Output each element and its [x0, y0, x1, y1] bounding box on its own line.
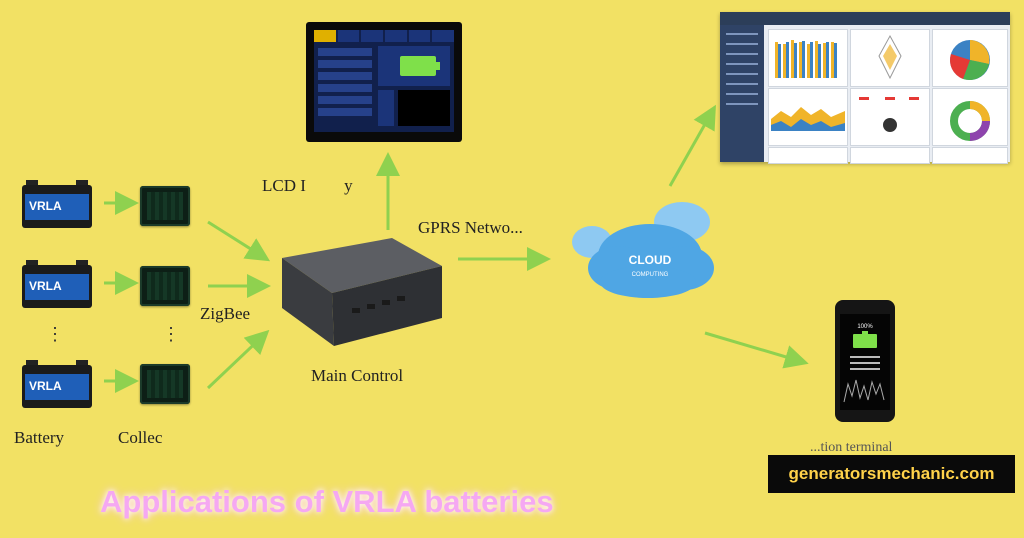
battery-3: VRLA [22, 360, 92, 408]
lcd-display [306, 22, 462, 142]
monitoring-dashboard [720, 12, 1010, 164]
lcd-tabs [314, 30, 455, 42]
vertical-ellipsis-collector: ⋮ [162, 324, 180, 344]
lcd-tab [408, 30, 431, 42]
lcd-label: LCD I y [262, 176, 353, 195]
battery-1: VRLA [22, 180, 92, 228]
lcd-tab [361, 30, 384, 42]
lcd-tab [385, 30, 407, 42]
collector-3 [140, 364, 190, 404]
website-banner: generatorsmechanic.com [768, 455, 1015, 493]
phone-percent-text: 100% [857, 324, 873, 330]
cloud-text-2: COMPUTING [632, 272, 669, 278]
lcd-tab [432, 30, 455, 42]
battery-label: Battery [14, 428, 65, 447]
battery-3-icon: VRLA [22, 360, 92, 408]
cloud-computing-icon: CLOUD COMPUTING [572, 202, 714, 298]
mobile-terminal: 100% [835, 300, 895, 422]
gauge-thumbnail [859, 97, 919, 132]
lcd-tab [337, 30, 360, 42]
pie-chart-thumbnail [949, 40, 990, 81]
dashboard-panel-gauges [850, 88, 930, 146]
dashboard-panel-area [768, 88, 848, 146]
battery-2: VRLA [22, 260, 92, 308]
zigbee-label: ZigBee [200, 304, 251, 323]
dashboard-panel-radar [850, 29, 930, 87]
lcd-screen [314, 30, 455, 132]
arrow-collector1-controller [207, 220, 271, 262]
vertical-ellipsis-battery: ⋮ [46, 324, 64, 344]
main-controller [272, 238, 444, 348]
lcd-content [318, 46, 450, 126]
bar-chart-thumbnail [775, 40, 837, 78]
lcd-tab [314, 30, 336, 42]
dashboard-panel-bottom-3 [932, 147, 1008, 164]
dashboard-panel-donut [932, 88, 1008, 146]
controller-device-icon [282, 238, 442, 346]
battery-brand-text: VRLA [29, 279, 62, 293]
arrow-cloud-dashboard [668, 104, 716, 187]
dashboard-panel-bottom-1 [768, 147, 848, 164]
battery-1-icon: VRLA [22, 180, 92, 228]
battery-brand-text: VRLA [29, 379, 62, 393]
collector-2 [140, 266, 190, 306]
dashboard-sidebar [720, 25, 764, 162]
arrow-collector3-controller [206, 329, 270, 390]
battery-brand-text: VRLA [29, 199, 62, 213]
arrow-cloud-phone [704, 331, 809, 369]
area-chart-thumbnail [771, 107, 845, 131]
dashboard-panel-bars [768, 29, 848, 87]
cloud-text-1: CLOUD [629, 253, 672, 267]
main-control-label: Main Control [311, 366, 404, 385]
phone-screen: 100% [840, 314, 890, 410]
website-text: generatorsmechanic.com [788, 464, 995, 483]
dashboard-topbar [720, 12, 1010, 25]
phone-app-content: 100% [843, 324, 885, 403]
radar-chart-thumbnail [878, 34, 902, 80]
page-title: Applications of VRLA batteries [100, 484, 554, 519]
donut-chart-thumbnail [950, 101, 990, 141]
collector-label: Collec [118, 428, 163, 447]
terminal-label: ...tion terminal [810, 440, 893, 452]
collector-1 [140, 186, 190, 226]
gprs-label: GPRS Netwo... [418, 218, 523, 237]
battery-2-icon: VRLA [22, 260, 92, 308]
dashboard-panel-pie [932, 29, 1008, 87]
dashboard-panel-bottom-2 [850, 147, 930, 164]
